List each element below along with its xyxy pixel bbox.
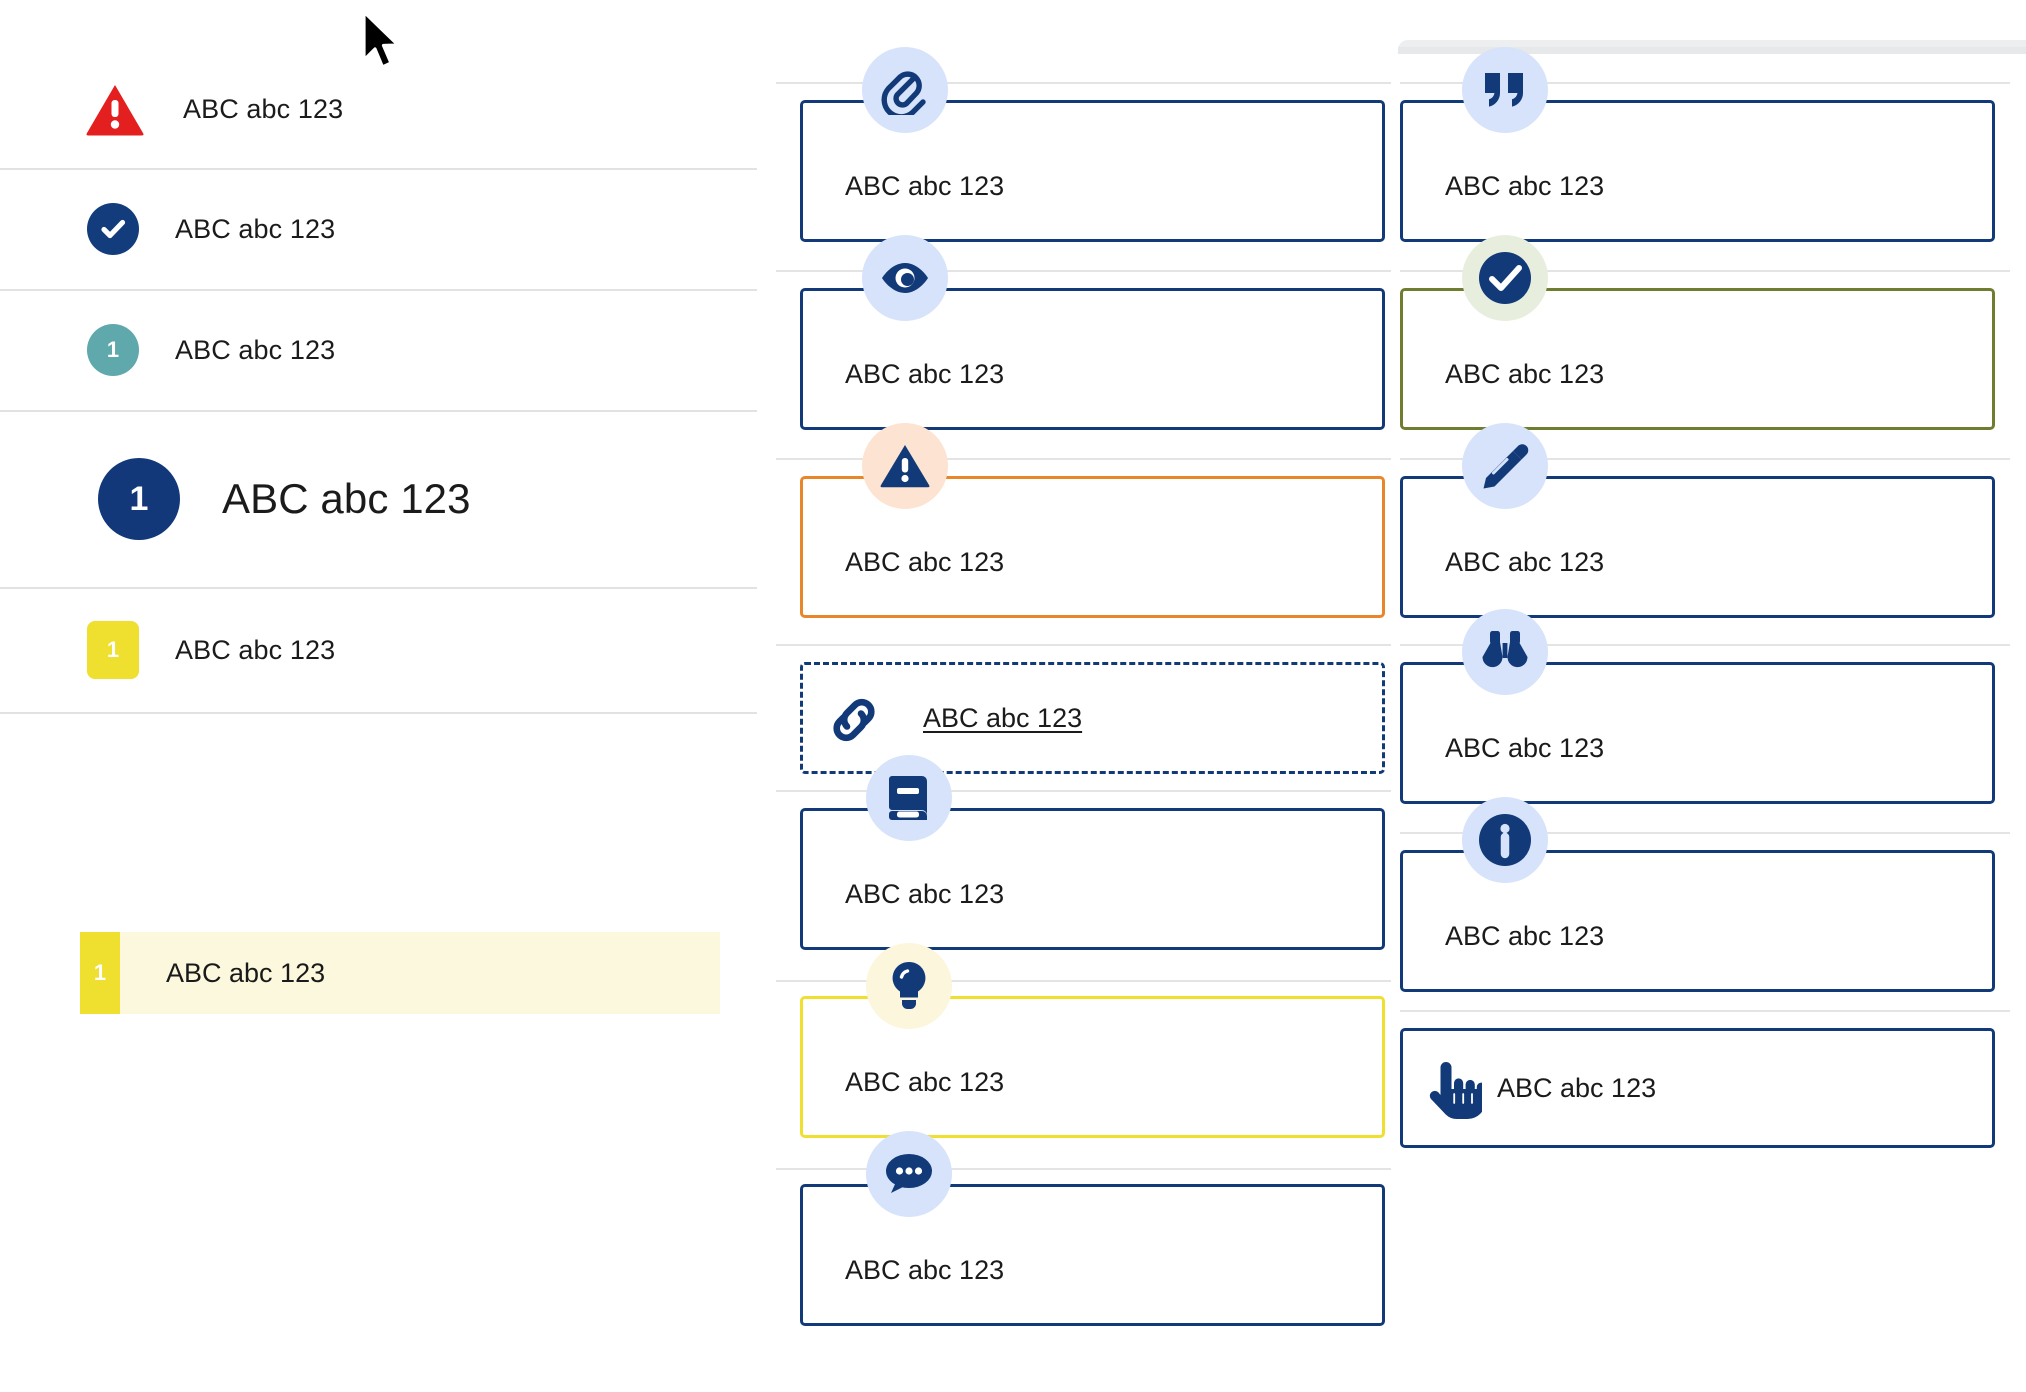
book-icon xyxy=(866,755,952,841)
card-label: ABC abc 123 xyxy=(1497,1073,1657,1103)
chat-bubble-icon xyxy=(866,1131,952,1217)
card-action[interactable]: ABC abc 123 xyxy=(1400,1028,1995,1148)
divider xyxy=(776,82,1391,84)
divider xyxy=(776,980,1391,982)
badge-number: 1 xyxy=(106,337,120,362)
divider xyxy=(1400,644,2010,646)
lightbulb-icon xyxy=(866,943,952,1029)
list-item[interactable]: ABC abc 123 xyxy=(0,52,757,167)
badge-number: 1 xyxy=(93,960,107,985)
warning-triangle-icon xyxy=(85,83,145,137)
number-badge-teal: 1 xyxy=(87,324,139,376)
card-label: ABC abc 123 xyxy=(845,1255,1005,1285)
list-item-large[interactable]: 1 ABC abc 123 xyxy=(0,412,757,586)
divider xyxy=(0,587,757,589)
divider xyxy=(776,644,1391,646)
list-item-label: ABC abc 123 xyxy=(175,334,336,365)
check-circle-icon xyxy=(87,203,139,255)
list-item-label: ABC abc 123 xyxy=(166,957,326,988)
mouse-cursor-icon xyxy=(360,10,406,72)
card-label: ABC abc 123 xyxy=(845,171,1005,201)
paperclip-icon xyxy=(862,47,948,133)
card-label: ABC abc 123 xyxy=(1445,359,1605,389)
list-item[interactable]: ABC abc 123 xyxy=(0,170,757,288)
number-badge-navy-large: 1 xyxy=(98,458,180,540)
card-label: ABC abc 123 xyxy=(845,879,1005,909)
list-item[interactable]: 1 ABC abc 123 xyxy=(0,589,757,711)
divider xyxy=(1400,1010,2010,1012)
divider xyxy=(776,1168,1391,1170)
number-badge-yellow: 1 xyxy=(80,932,120,1014)
card-observe[interactable]: ABC abc 123 xyxy=(1400,662,1995,804)
left-list-panel: ABC abc 123 ABC abc 123 1 ABC abc 123 1 … xyxy=(0,0,757,1392)
info-circle-icon xyxy=(1462,797,1548,883)
card-label: ABC abc 123 xyxy=(923,703,1083,733)
list-item-label: ABC abc 123 xyxy=(175,634,336,665)
pencil-icon xyxy=(1462,423,1548,509)
card-label: ABC abc 123 xyxy=(1445,547,1605,577)
link-chain-icon xyxy=(826,694,882,751)
divider xyxy=(0,410,757,412)
number-badge-yellow: 1 xyxy=(87,621,139,679)
divider xyxy=(776,458,1391,460)
divider xyxy=(1400,82,2010,84)
card-label: ABC abc 123 xyxy=(1445,171,1605,201)
list-item-label: ABC abc 123 xyxy=(183,94,344,124)
list-item-label: ABC abc 123 xyxy=(222,475,471,522)
card-label: ABC abc 123 xyxy=(845,547,1005,577)
check-circle-icon xyxy=(1462,235,1548,321)
divider xyxy=(1400,832,2010,834)
quote-marks-icon xyxy=(1462,47,1548,133)
divider xyxy=(776,790,1391,792)
binoculars-icon xyxy=(1462,609,1548,695)
list-item[interactable]: 1 ABC abc 123 xyxy=(0,291,757,409)
card-link[interactable]: ABC abc 123 xyxy=(800,662,1385,774)
badge-number: 1 xyxy=(106,637,120,662)
eye-icon xyxy=(862,235,948,321)
card-label: ABC abc 123 xyxy=(1445,921,1605,951)
divider xyxy=(1400,270,2010,272)
panel-edge-artifact-shadow xyxy=(1398,47,2026,54)
card-label: ABC abc 123 xyxy=(845,359,1005,389)
card-lightbulb[interactable]: ABC abc 123 xyxy=(800,996,1385,1138)
pointing-hand-icon xyxy=(1426,1058,1486,1125)
list-item-highlighted[interactable]: 1 ABC abc 123 xyxy=(80,932,720,1014)
divider xyxy=(776,270,1391,272)
divider xyxy=(0,289,757,291)
warning-triangle-icon xyxy=(862,423,948,509)
divider xyxy=(1400,458,2010,460)
divider xyxy=(0,712,757,714)
card-label: ABC abc 123 xyxy=(845,1067,1005,1097)
card-label: ABC abc 123 xyxy=(1445,733,1605,763)
divider xyxy=(0,168,757,170)
badge-number: 1 xyxy=(129,479,149,518)
list-item-label: ABC abc 123 xyxy=(175,213,336,244)
